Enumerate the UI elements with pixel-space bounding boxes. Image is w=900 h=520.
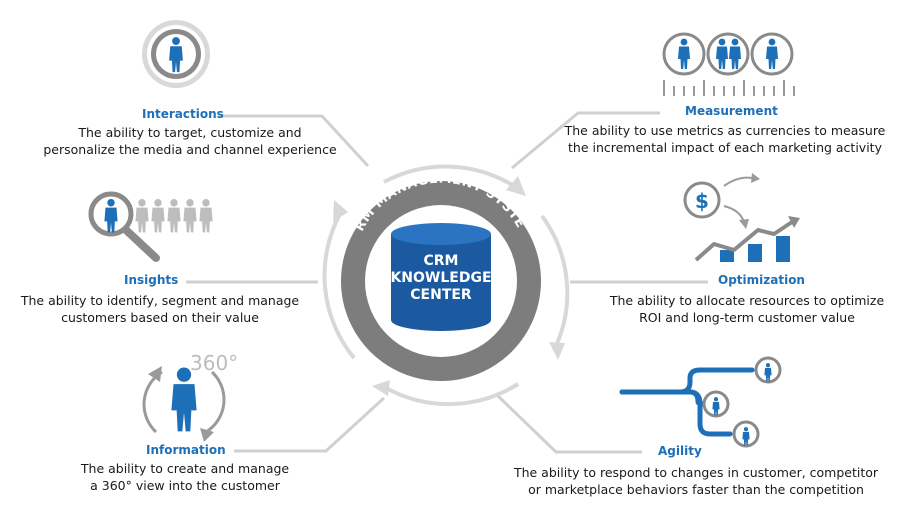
information-desc-line2: a 360° view into the customer <box>90 478 280 493</box>
insights-desc-line2: customers based on their value <box>61 310 259 325</box>
cycle-arrowheads <box>333 176 565 396</box>
agility-description: The ability to respond to changes in cus… <box>496 464 896 498</box>
db-label-line3: CENTER <box>410 287 472 303</box>
optimization-desc-line1: The ability to allocate resources to opt… <box>609 293 885 308</box>
branching-paths-icon <box>619 356 782 448</box>
people-measure-icon <box>662 32 795 96</box>
interactions-description: The ability to target, customize and per… <box>30 124 350 158</box>
connector-information <box>234 396 386 453</box>
interactions-desc-line1: The ability to target, customize and <box>78 125 302 140</box>
insights-description: The ability to identify, segment and man… <box>10 292 310 326</box>
magnifier-people-icon <box>88 191 213 262</box>
rotate-360-icon <box>142 366 226 442</box>
information-description: The ability to create and manage a 360° … <box>60 460 310 494</box>
agility-title: Agility <box>658 444 702 458</box>
insights-title: Insights <box>124 273 179 287</box>
cycle-arrows <box>322 164 570 407</box>
measurement-description: The ability to use metrics as currencies… <box>562 122 888 156</box>
growth-chart-icon <box>683 173 800 262</box>
optimization-description: The ability to allocate resources to opt… <box>600 292 894 326</box>
db-label-line1: CRM <box>424 253 459 269</box>
insights-desc-line1: The ability to identify, segment and man… <box>20 293 300 308</box>
optimization-desc-line2: ROI and long-term customer value <box>639 310 855 325</box>
connector-agility <box>496 394 642 454</box>
label-360: 360° <box>190 351 238 375</box>
information-title: Information <box>146 443 226 457</box>
agility-desc-line1: The ability to respond to changes in cus… <box>513 465 879 480</box>
measurement-title: Measurement <box>685 104 778 118</box>
agility-desc-line2: or marketplace behaviors faster than the… <box>528 482 864 497</box>
measurement-desc-line1: The ability to use metrics as currencies… <box>564 123 886 138</box>
optimization-title: Optimization <box>718 273 805 287</box>
interactions-desc-line2: personalize the media and channel experi… <box>43 142 337 157</box>
database-icon <box>391 223 491 331</box>
target-person-icon <box>142 20 210 88</box>
db-label-line2: KNOWLEDGE <box>390 270 491 286</box>
connector-measurement <box>511 111 660 170</box>
interactions-title: Interactions <box>142 107 224 121</box>
measurement-desc-line2: the incremental impact of each marketing… <box>568 140 882 155</box>
connector-interactions <box>218 114 370 168</box>
connector-lines <box>186 111 708 454</box>
information-desc-line1: The ability to create and manage <box>80 461 290 476</box>
dollar-icon: $ <box>695 189 709 213</box>
